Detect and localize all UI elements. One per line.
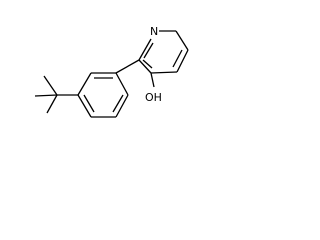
bond-pyridine-c6-c5 (175, 30, 189, 51)
nitrogen-label: N (150, 25, 158, 38)
bond-phenyl-4 (115, 94, 129, 118)
bond-phenyl-1 (77, 72, 92, 96)
bond-layer (34, 30, 189, 118)
bond-pyridine-c2-n (138, 38, 152, 61)
bond-phenyl-6 (77, 94, 92, 118)
bond-biaryl (115, 59, 140, 74)
bond-phenyl-inner-3 (83, 94, 95, 113)
bond-methyl-left (34, 94, 58, 97)
bond-pyridine-c3-c2 (138, 59, 152, 74)
bond-pyridine-c5-c4 (176, 49, 189, 73)
bond-pyridine-inner-2 (172, 49, 183, 68)
bond-pyridine-inner-3 (142, 59, 153, 69)
bond-phenyl-inner-2 (112, 94, 124, 113)
structure-diagram: N OH (34, 25, 189, 118)
bond-methyl-bottom (46, 94, 58, 114)
bond-pyridine-c4-c3 (150, 71, 178, 74)
bond-c-o (150, 72, 155, 88)
bond-phenyl-3 (115, 72, 129, 96)
hydroxyl-label: OH (145, 91, 162, 104)
bond-methyl-top (43, 75, 58, 96)
bond-pyridine-inner-1 (143, 42, 154, 59)
